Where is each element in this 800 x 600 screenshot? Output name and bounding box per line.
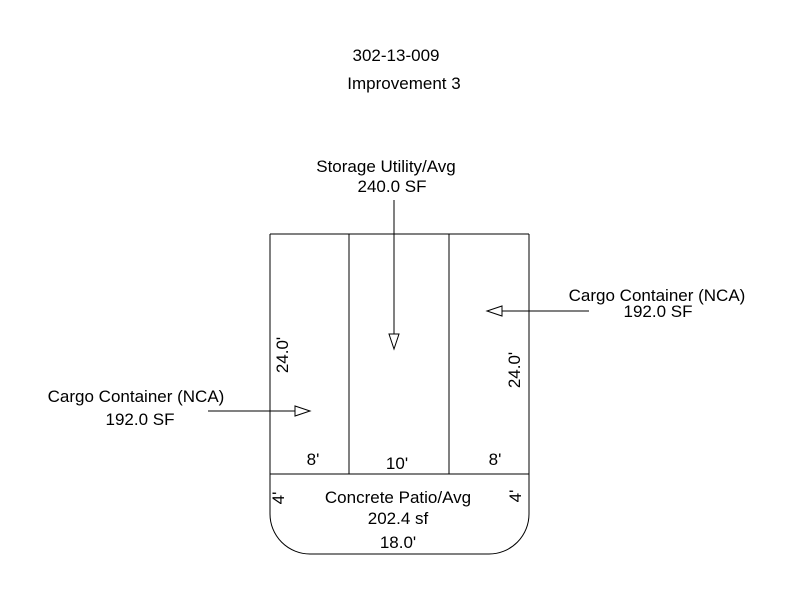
cargo-right-area: 192.0 SF <box>624 302 693 321</box>
storage-name: Storage Utility/Avg <box>316 157 456 176</box>
dim-patio-right-depth: 4' <box>506 490 525 503</box>
storage-arrow <box>388 200 400 351</box>
improvement-label: Improvement 3 <box>347 74 460 93</box>
parcel-id: 302-13-009 <box>353 46 440 65</box>
dim-right-width: 8' <box>489 450 502 469</box>
patio-outline <box>269 474 530 555</box>
patio-area: 202.4 sf <box>368 509 429 528</box>
dim-middle-width: 10' <box>386 454 408 473</box>
dim-patio-left-depth: 4' <box>269 492 288 505</box>
dim-patio-width: 18.0' <box>380 533 416 552</box>
cargo-right-name: Cargo Container (NCA) <box>569 286 746 305</box>
patio-name: Concrete Patio/Avg <box>325 488 471 507</box>
storage-area: 240.0 SF <box>358 177 427 196</box>
cargo-left-arrow <box>208 405 312 417</box>
cargo-left-area: 192.0 SF <box>106 410 175 429</box>
cargo-right-arrow <box>485 305 589 317</box>
dim-right-height: 24.0' <box>505 352 524 388</box>
cargo-left-name: Cargo Container (NCA) <box>48 387 225 406</box>
building-outline <box>269 233 530 475</box>
dim-left-width: 8' <box>307 450 320 469</box>
dim-left-height: 24.0' <box>273 337 292 373</box>
